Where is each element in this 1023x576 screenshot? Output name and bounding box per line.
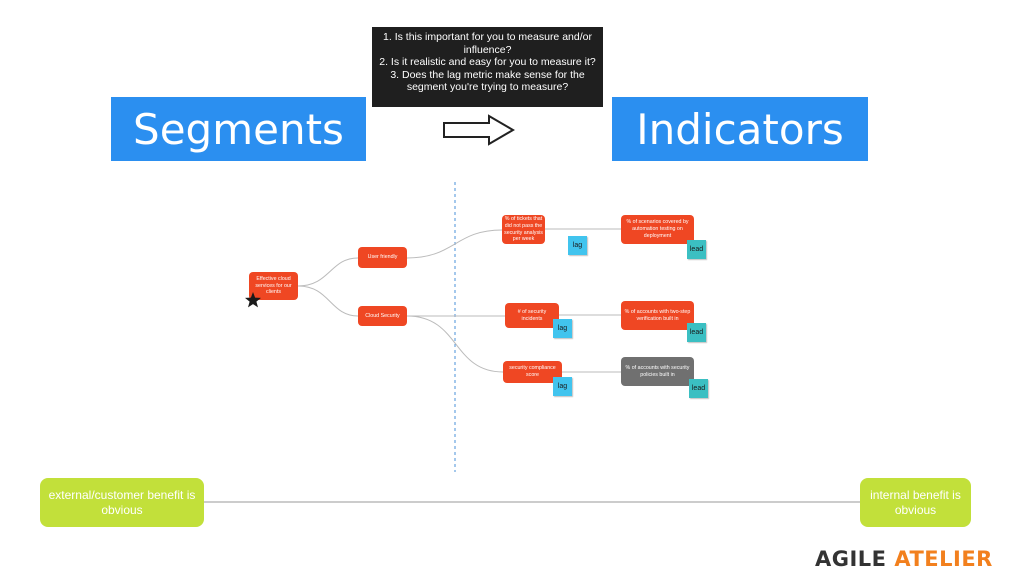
questions-box: 1. Is this important for you to measure … xyxy=(372,27,603,107)
question-line: segment you're trying to measure? xyxy=(406,81,569,93)
lead-sticky-note: lead xyxy=(687,323,706,342)
connector xyxy=(297,257,359,287)
question-line: influence? xyxy=(463,43,512,56)
lead-metric-node: % of scenarios covered by automation tes… xyxy=(621,215,694,244)
connector xyxy=(406,229,503,259)
lead-metric-node: % of accounts with two-step verification… xyxy=(621,301,694,330)
lag-metric-node: security compliance score xyxy=(503,361,562,383)
lag-sticky-note: lag xyxy=(568,236,587,255)
lead-metric-node: % of accounts with security policies bui… xyxy=(621,357,694,386)
agile-atelier-logo: AGILE ATELIER xyxy=(815,547,993,571)
question-line: 2. Is it realistic and easy for you to m… xyxy=(379,56,596,68)
logo-part-atelier: ATELIER xyxy=(894,547,993,571)
logo-part-agile: AGILE xyxy=(815,547,887,571)
indicators-banner: Indicators xyxy=(612,97,868,161)
lag-sticky-note: lag xyxy=(553,319,572,338)
connector xyxy=(297,285,359,317)
lead-sticky-note: lead xyxy=(689,379,708,398)
question-line: 1. Is this important for you to measure … xyxy=(383,31,592,43)
internal-benefit-box: internal benefit is obvious xyxy=(860,478,971,527)
right-arrow-icon xyxy=(443,114,515,146)
root-node: Effective cloud services for our clients xyxy=(249,272,298,300)
external-benefit-box: external/customer benefit is obvious xyxy=(40,478,204,527)
lag-metric-node: % of tickets that did not pass the secur… xyxy=(502,215,545,244)
lag-metric-node: # of security incidents xyxy=(505,303,559,328)
branch-node-cloud-security: Cloud Security xyxy=(358,306,407,326)
segments-banner: Segments xyxy=(111,97,366,161)
question-line: 3. Does the lag metric make sense for th… xyxy=(390,68,585,81)
lag-sticky-note: lag xyxy=(553,377,572,396)
branch-node-user-friendly: User friendly xyxy=(358,247,407,268)
star-icon xyxy=(245,292,261,308)
lead-sticky-note: lead xyxy=(687,240,706,259)
connector xyxy=(406,315,504,373)
